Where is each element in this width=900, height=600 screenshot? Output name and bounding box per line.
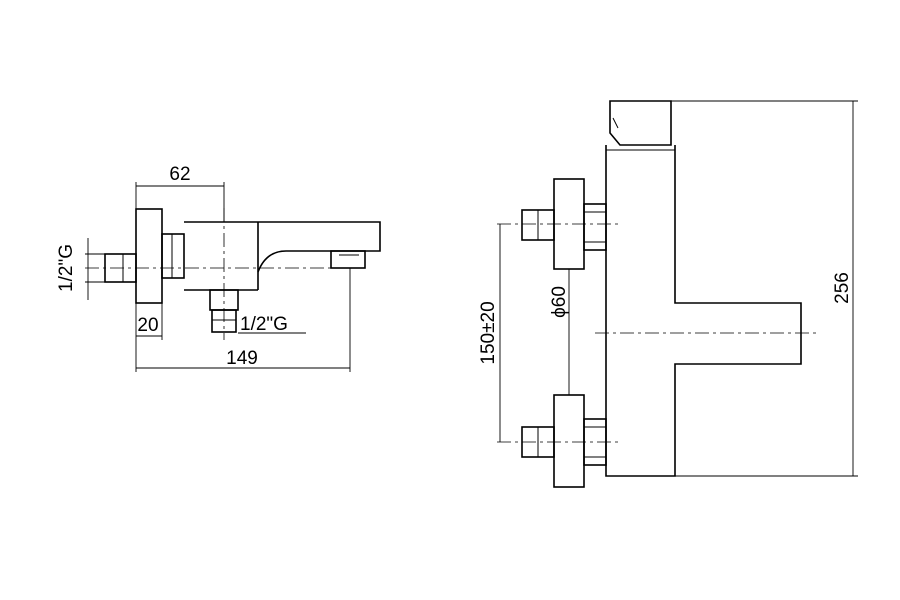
side-wall-flange bbox=[135, 208, 163, 304]
side-aerator bbox=[330, 250, 366, 269]
dim-62: 62 bbox=[169, 164, 190, 185]
side-mixer-body bbox=[184, 221, 259, 291]
dim-256: 256 bbox=[832, 272, 853, 304]
dim-inlet-thread: 1/2"G bbox=[56, 244, 77, 292]
front-control-knob bbox=[609, 100, 672, 146]
front-lower-flange bbox=[553, 394, 585, 488]
side-spout bbox=[257, 221, 381, 273]
dim-outlet-thread: 1/2"G bbox=[240, 314, 288, 335]
side-nut bbox=[161, 233, 185, 279]
front-view: 150±20 ϕ60 256 bbox=[478, 100, 858, 488]
side-view: 62 1/2"G 20 1/2"G 149 bbox=[56, 164, 381, 372]
dim-149: 149 bbox=[226, 348, 258, 369]
front-mixer-body bbox=[605, 145, 802, 477]
dim-20: 20 bbox=[137, 315, 158, 336]
dim-diameter: ϕ60 bbox=[549, 286, 570, 318]
dim-center-distance: 150±20 bbox=[478, 301, 499, 364]
